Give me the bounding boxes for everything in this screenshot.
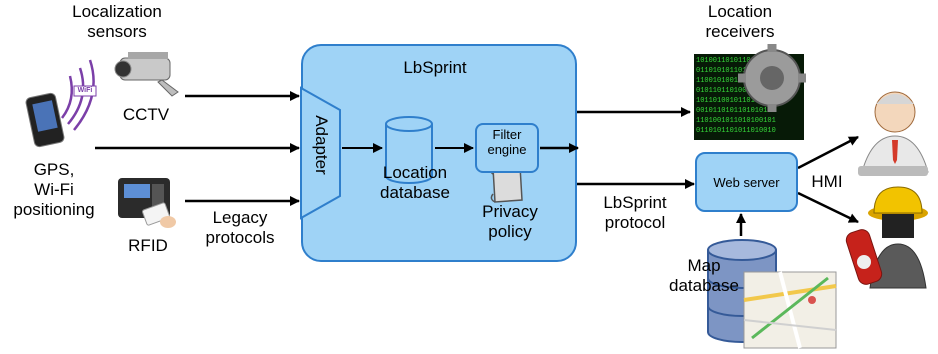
- location-receivers-label: Location receivers: [705, 2, 775, 41]
- map-icon: [743, 271, 837, 349]
- gps-wifi-positioning-label: GPS, Wi-Fi positioning: [13, 160, 95, 219]
- svg-text:1010011010110101001: 1010011010110101001: [696, 57, 776, 65]
- filter-engine-box: [475, 123, 539, 173]
- wifi-badge-label: WiFi: [77, 87, 93, 94]
- filter-engine-label: Filter engine: [487, 127, 527, 157]
- svg-text:1100101001010110101: 1100101001010110101: [696, 77, 776, 85]
- location-database-cylinder: [385, 116, 433, 184]
- rfid-label: RFID: [128, 236, 168, 255]
- smartphone-icon: [25, 92, 65, 148]
- cctv-label: CCTV: [122, 105, 170, 124]
- localization-sensors-label: Localization sensors: [72, 2, 162, 41]
- web-server-label: Web server: [713, 175, 780, 190]
- privacy-policy-label: Privacy policy: [482, 202, 538, 241]
- svg-text:1101001011010100101: 1101001011010100101: [696, 117, 776, 125]
- binary-gear-icon: 1010011010110101001 0110101011010100110 …: [694, 44, 806, 140]
- cctv-camera-icon: [114, 52, 179, 97]
- firefighter-avatar-icon: [845, 186, 928, 289]
- svg-text:0010110101101010110: 0010110101101010110: [696, 107, 776, 115]
- map-database-label: Map database: [669, 256, 739, 295]
- operator-avatar-icon: [858, 91, 929, 176]
- hmi-label: HMI: [811, 172, 843, 191]
- svg-text:0110101011010100110: 0110101011010100110: [696, 67, 776, 75]
- location-database-label: Location database: [380, 163, 450, 202]
- legacy-protocols-label: Legacy protocols: [205, 208, 275, 247]
- lbsprint-protocol-label: LbSprint protocol: [603, 193, 667, 232]
- svg-text:0110101101011010010: 0110101101011010010: [696, 127, 776, 135]
- adapter-block: [300, 86, 341, 220]
- svg-text:0101101101001011010: 0101101101001011010: [696, 87, 776, 95]
- rfid-reader-icon: [118, 178, 176, 228]
- arrow-web-to-operator: [797, 135, 859, 170]
- web-server-box: [695, 152, 798, 212]
- svg-text:1011010010110100101: 1011010010110100101: [696, 97, 776, 105]
- lbsprint-title: LbSprint: [403, 58, 467, 77]
- adapter-label: Adapter: [312, 115, 331, 175]
- arrow-web-to-firefighter: [797, 191, 859, 224]
